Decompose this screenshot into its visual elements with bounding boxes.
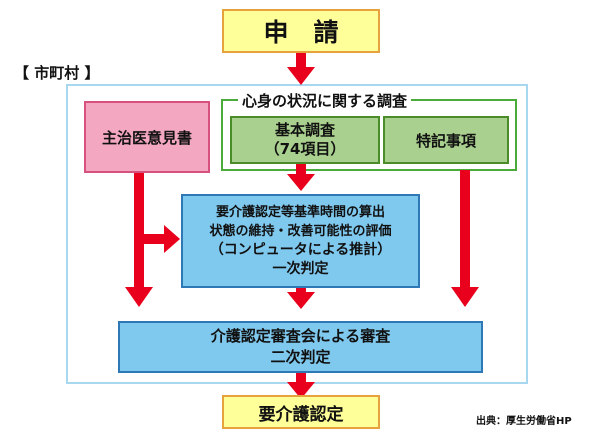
municipality-label: 【 市町村 】 [14, 64, 100, 82]
arrow-shaft-application [296, 53, 306, 69]
special-notes-box: 特記事項 [383, 116, 509, 164]
arrow-head-computation [287, 292, 315, 309]
review-line2: 二次判定 [270, 348, 331, 366]
arrow-head-basic [287, 174, 315, 191]
basic-survey-box: 基本調査 （74項目） [230, 116, 380, 164]
doctor-opinion-label: 主治医意見書 [101, 128, 192, 147]
doctor-opinion-box: 主治医意見書 [84, 101, 210, 173]
arrow-head-doctor [125, 287, 153, 307]
review-line1: 介護認定審査会による審査 [210, 327, 391, 345]
arrow-head-review [287, 382, 315, 399]
application-label: 申 請 [263, 18, 339, 47]
computation-line1: 要介護認定等基準時間の算出 [215, 205, 385, 220]
computation-line4: 一次判定 [272, 261, 329, 277]
application-box: 申 請 [222, 9, 380, 53]
computation-box: 要介護認定等基準時間の算出 状態の維持・改善可能性の評価 （コンピュータによる推… [181, 194, 420, 288]
arrow-shaft-basic [296, 163, 306, 177]
arrow-shaft-notes [460, 170, 470, 290]
review-box: 介護認定審査会による審査 二次判定 [118, 321, 483, 373]
arrow-shaft-branch [144, 234, 166, 244]
arrow-shaft-computation [296, 287, 306, 294]
computation-line2: 状態の維持・改善可能性の評価 [209, 224, 392, 239]
source-note: 出典：厚生労働省HP [476, 416, 572, 427]
arrow-shaft-review [296, 372, 306, 384]
computation-line3: （コンピュータによる推計） [209, 242, 392, 258]
basic-survey-line1: 基本調査 [274, 121, 335, 139]
arrow-shaft-doctor [134, 170, 144, 290]
special-notes-label: 特記事項 [415, 131, 476, 150]
arrow-head-application [287, 67, 315, 85]
survey-group-title: 心身の状況に関する調査 [238, 90, 412, 111]
result-label: 要介護認定 [258, 404, 344, 425]
result-box: 要介護認定 [222, 395, 380, 429]
arrow-head-branch [164, 225, 180, 253]
arrow-head-notes [451, 287, 479, 307]
basic-survey-line2: （74項目） [264, 140, 346, 158]
